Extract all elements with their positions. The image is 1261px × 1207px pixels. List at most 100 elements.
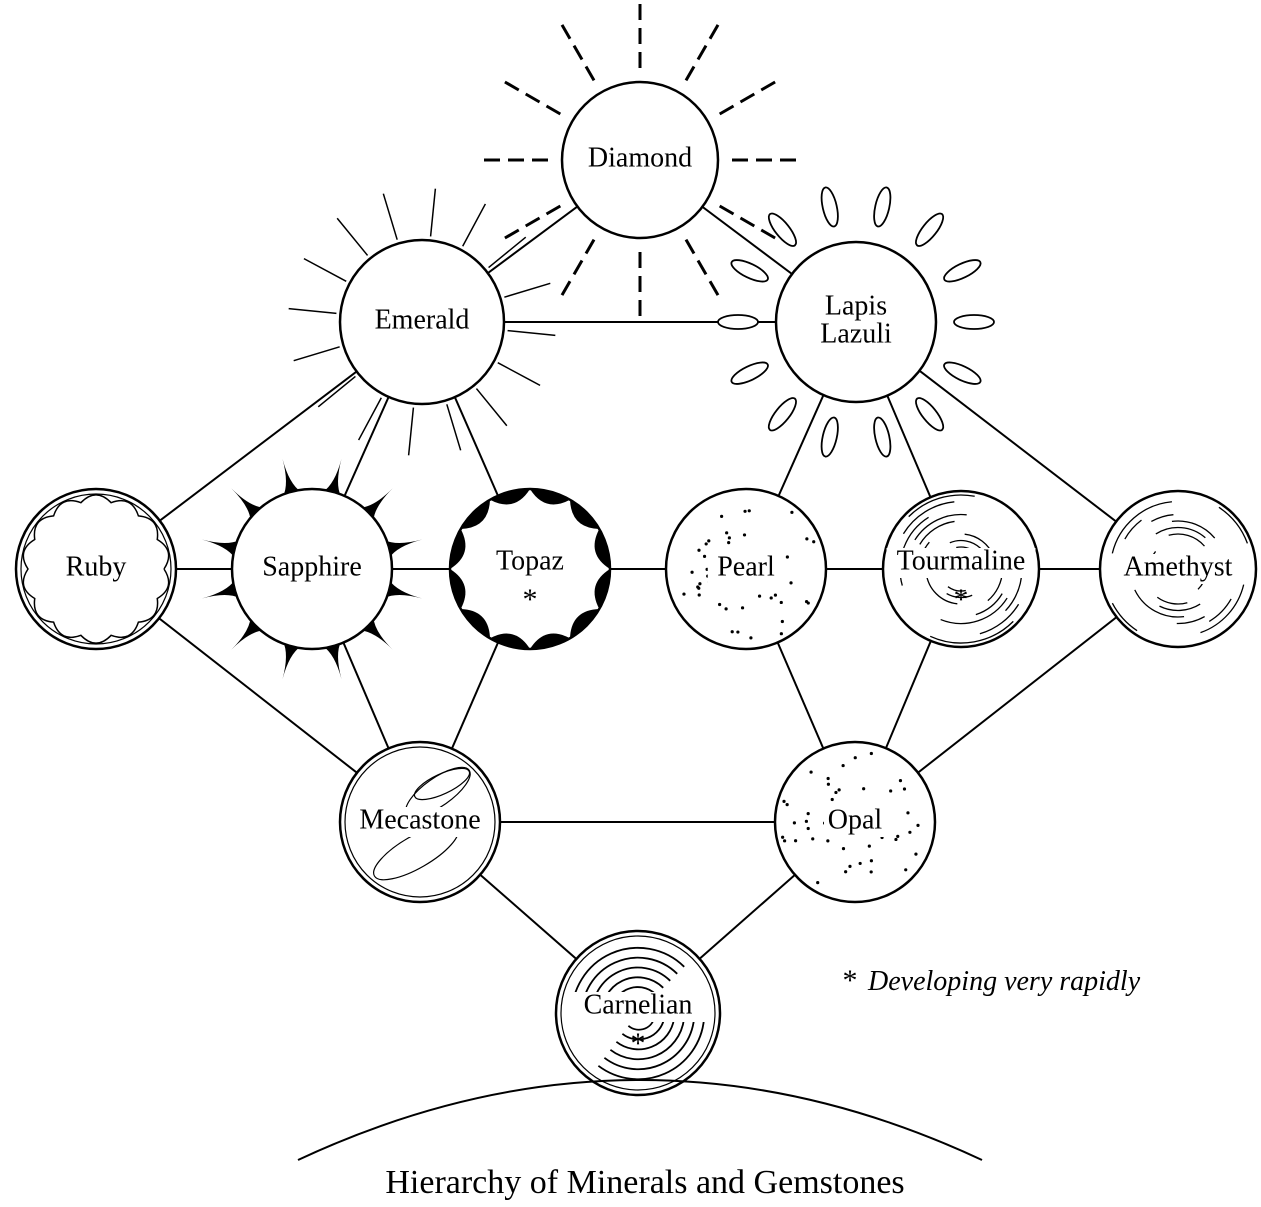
amethyst-label-backing bbox=[1118, 554, 1238, 584]
opal-texture-dot bbox=[783, 839, 787, 843]
carnelian-ring bbox=[621, 1018, 665, 1041]
topaz-scallop bbox=[460, 609, 490, 639]
emerald-ray bbox=[429, 188, 437, 237]
emerald-decoration bbox=[288, 188, 556, 456]
pearl-texture-dot bbox=[779, 632, 783, 636]
opal-texture-dot bbox=[894, 837, 898, 842]
node-topaz: Topaz* bbox=[448, 487, 612, 651]
diamond-ray-dash bbox=[504, 80, 520, 92]
sapphire-spike bbox=[323, 641, 342, 680]
emerald-ray bbox=[407, 407, 415, 456]
topaz-scallop bbox=[490, 633, 530, 649]
lapis-petal bbox=[873, 416, 892, 458]
amethyst-texture-arc bbox=[1111, 501, 1172, 554]
emerald-ray bbox=[504, 282, 551, 298]
pearl-texture-dot bbox=[747, 509, 751, 513]
emerald-ray bbox=[382, 193, 398, 240]
carnelian-ring bbox=[609, 1018, 685, 1061]
opal-texture-dot bbox=[837, 788, 841, 792]
diamond-label-backing bbox=[587, 145, 693, 175]
pearl-texture-dot bbox=[773, 593, 778, 597]
sapphire-spike bbox=[201, 580, 240, 599]
lapis-petal bbox=[717, 314, 759, 330]
topaz-asterisk: * bbox=[523, 583, 538, 616]
node-pearl: Pearl bbox=[664, 487, 828, 651]
emerald-ray bbox=[462, 203, 487, 247]
opal-texture-dot bbox=[869, 859, 873, 863]
tourmaline-texture-arc bbox=[914, 513, 967, 541]
tourmaline-asterisk: * bbox=[954, 583, 969, 616]
emerald-ray bbox=[288, 307, 337, 315]
pearl-texture-dot bbox=[730, 630, 734, 634]
opal-texture-dot bbox=[826, 776, 830, 781]
sapphire-spike bbox=[282, 641, 301, 680]
lapis-label: Lazuli bbox=[820, 318, 892, 349]
pearl-texture-dot bbox=[704, 542, 708, 546]
ruby-inner-ring bbox=[20, 493, 172, 645]
opal-texture-dot bbox=[848, 864, 852, 868]
tourmaline-texture-arc bbox=[908, 494, 975, 518]
diamond-ray-dash bbox=[545, 104, 562, 116]
topaz-label-backing bbox=[491, 548, 569, 578]
pearl-texture-dot bbox=[718, 602, 722, 607]
opal-texture-dot bbox=[809, 770, 813, 774]
emerald-label: Emerald bbox=[375, 304, 470, 335]
opal-texture-dot bbox=[830, 797, 834, 802]
topaz-scallop bbox=[530, 633, 570, 649]
emerald-ray bbox=[507, 329, 556, 337]
pearl-texture-dot bbox=[707, 539, 711, 543]
opal-texture-dot bbox=[841, 847, 846, 851]
opal-texture-dot bbox=[889, 789, 893, 793]
node-amethyst: Amethyst bbox=[1098, 489, 1258, 649]
pearl-texture-dot bbox=[780, 619, 784, 624]
opal-texture-dot bbox=[869, 751, 873, 756]
pearl-texture-dot bbox=[698, 582, 702, 586]
lapis-petal bbox=[943, 361, 982, 385]
sapphire-label-backing bbox=[252, 554, 372, 584]
opal-texture-dot bbox=[904, 868, 908, 872]
diamond-ray-dash bbox=[708, 24, 720, 40]
topaz-scallop bbox=[450, 569, 466, 609]
diamond-ray-dash bbox=[684, 238, 696, 255]
pearl-texture-dot bbox=[725, 531, 729, 535]
emerald-ray bbox=[357, 397, 382, 441]
opal-texture-dot bbox=[785, 803, 789, 807]
pearl-texture-dot bbox=[749, 636, 753, 640]
carnelian-ring bbox=[615, 1018, 675, 1051]
opal-texture-dot bbox=[916, 823, 920, 827]
pearl-texture-dot bbox=[697, 548, 701, 552]
carnelian-inner-ring bbox=[560, 935, 716, 1091]
lapis-decoration bbox=[717, 186, 995, 458]
emerald-ray bbox=[475, 388, 508, 427]
topaz-scallop bbox=[460, 499, 490, 529]
diamond-ray-dash bbox=[560, 280, 572, 296]
tourmaline-texture-arc bbox=[975, 593, 1003, 616]
opal-texture-dot bbox=[806, 826, 810, 831]
sapphire-spike bbox=[282, 458, 301, 497]
lapis-petal bbox=[820, 416, 839, 458]
legend-text: Developing very rapidly bbox=[867, 966, 1141, 997]
amethyst-texture-arc bbox=[1124, 519, 1142, 540]
emerald-label-backing bbox=[369, 307, 475, 337]
node-mecastone: Mecastone bbox=[338, 740, 502, 904]
tourmaline-label: Tourmaline bbox=[897, 545, 1026, 576]
lapis-petal bbox=[767, 397, 797, 432]
pearl-label-backing bbox=[707, 554, 785, 584]
sapphire-spike bbox=[384, 539, 423, 558]
opal-texture-dot bbox=[841, 763, 845, 768]
emerald-ray bbox=[317, 375, 356, 408]
lapis-petal bbox=[767, 212, 797, 247]
earth-horizon-arc bbox=[297, 1079, 983, 1161]
pearl-texture-dot bbox=[702, 554, 707, 558]
opal-texture-dot bbox=[914, 852, 918, 856]
pearl-texture-dot bbox=[806, 601, 810, 605]
emerald-ray bbox=[497, 362, 541, 387]
amethyst-texture-arc bbox=[1151, 514, 1174, 523]
diamond-ray-dash bbox=[739, 92, 756, 104]
opal-texture-dot bbox=[902, 787, 907, 791]
sapphire-spike bbox=[384, 580, 423, 599]
node-tourmaline: Tourmaline * bbox=[881, 489, 1041, 649]
opal-texture-dot bbox=[906, 811, 910, 815]
